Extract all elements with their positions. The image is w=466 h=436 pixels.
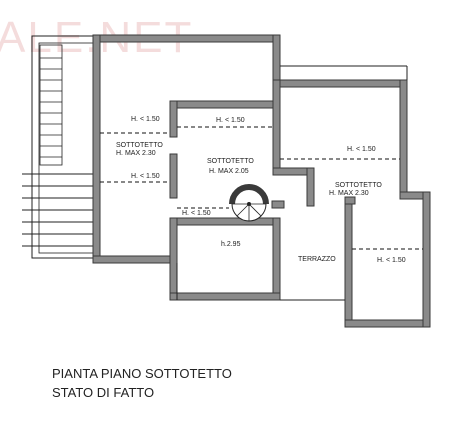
height-limit-lines	[100, 126, 423, 250]
label-hmax-right: H. MAX 2.30	[329, 190, 369, 197]
railings	[176, 65, 408, 301]
label-h-mid-top: H. < 1.50	[216, 117, 245, 124]
label-h-mid-bottom: H. < 1.50	[182, 210, 211, 217]
label-terrazzo: TERRAZZO	[298, 256, 336, 263]
label-h-right-top: H. < 1.50	[347, 146, 376, 153]
label-hmax-left: H. MAX 2.30	[116, 150, 156, 157]
title-line-2: STATO DI FATTO	[52, 385, 154, 400]
label-sottotetto-right: SOTTOTETTO	[335, 182, 382, 189]
walls	[92, 34, 431, 328]
room-labels: H. < 1.50 SOTTOTETTO H. MAX 2.30 H. < 1.…	[116, 116, 406, 264]
label-h295: h.2.95	[221, 241, 241, 248]
label-sottotetto-mid: SOTTOTETTO	[207, 158, 254, 165]
label-hmax-mid: H. MAX 2.05	[209, 168, 249, 175]
label-h-left-top: H. < 1.50	[131, 116, 160, 123]
label-h-right-bottom: H. < 1.50	[377, 257, 406, 264]
label-sottotetto-left: SOTTOTETTO	[116, 142, 163, 149]
plan-title: PIANTA PIANO SOTTOTETTO STATO DI FATTO	[52, 366, 232, 400]
title-line-1: PIANTA PIANO SOTTOTETTO	[52, 366, 232, 381]
spiral-staircase	[229, 184, 269, 222]
external-staircase	[22, 35, 97, 259]
label-h-left-bottom: H. < 1.50	[131, 173, 160, 180]
